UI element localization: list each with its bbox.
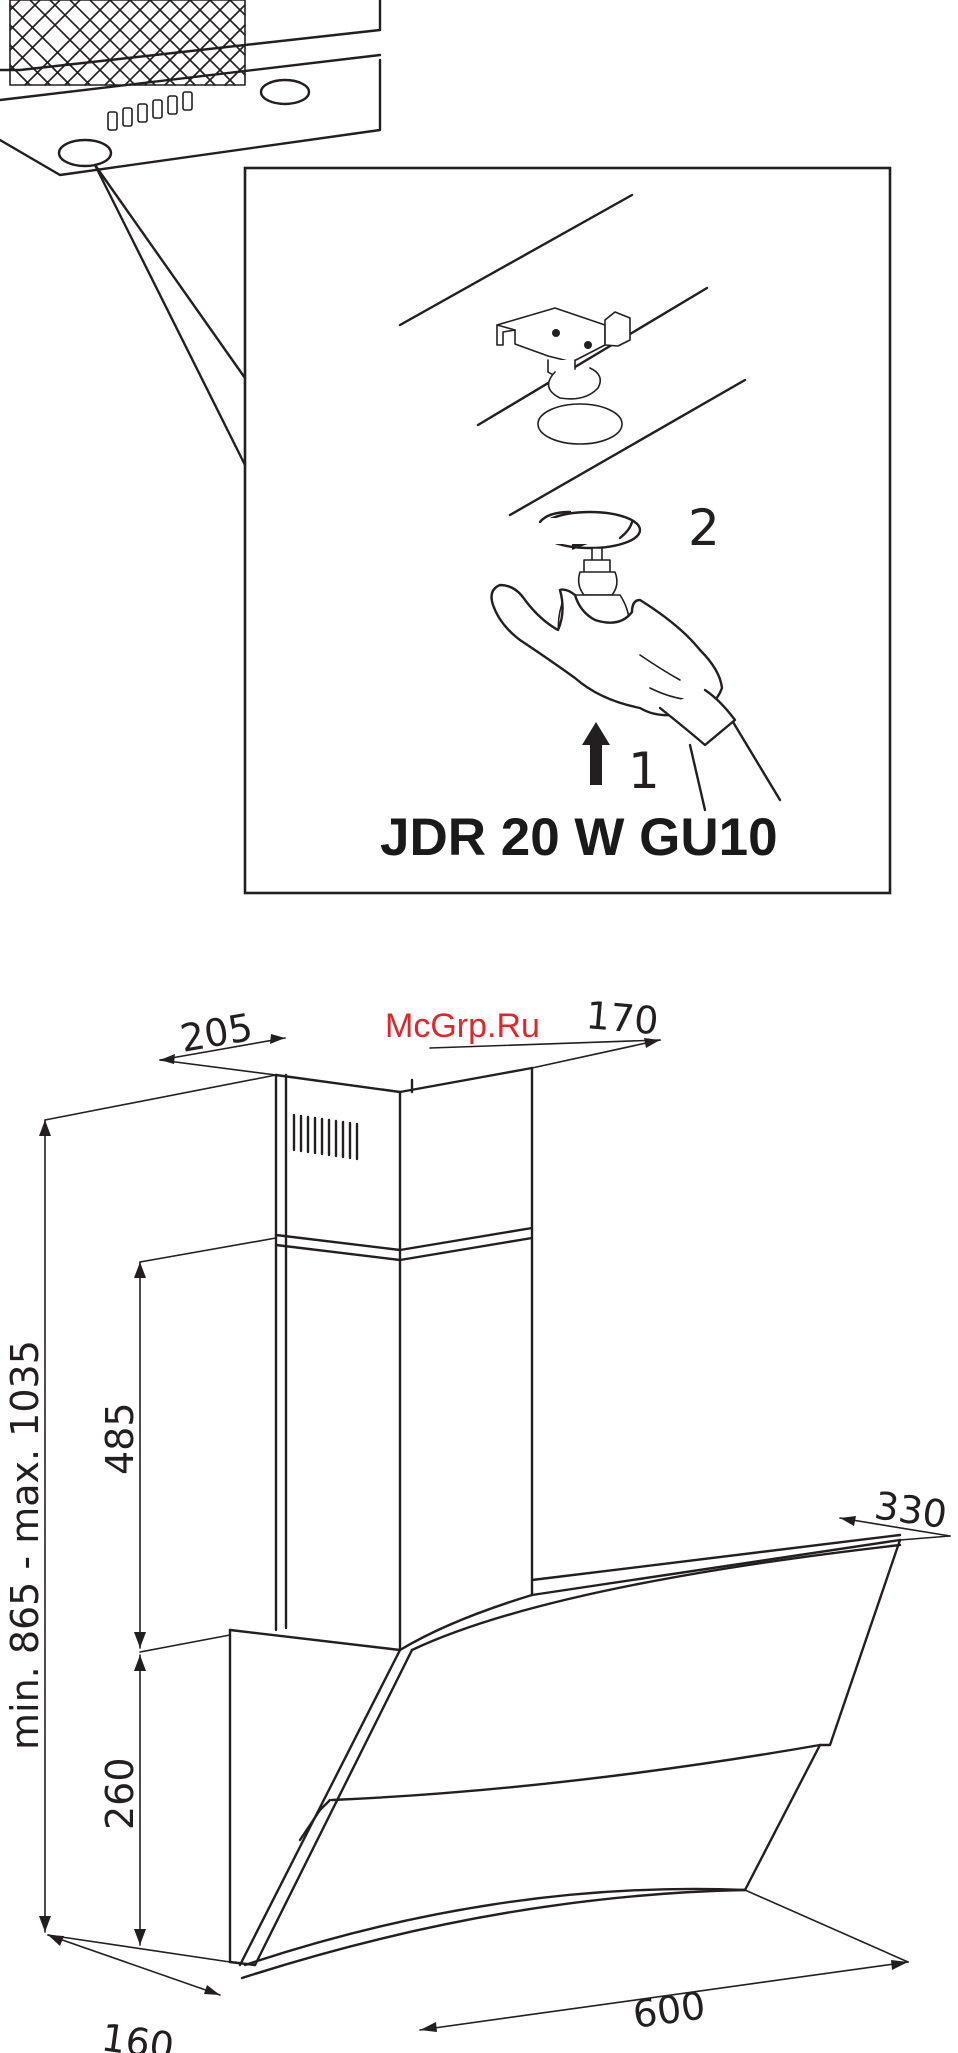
chimney — [276, 1068, 532, 1650]
rotation-arrow — [538, 512, 640, 550]
dim-485 — [134, 1238, 276, 1652]
dim-600-label: 600 — [630, 1983, 708, 2037]
grease-filter-grille — [10, 0, 245, 85]
upward-arrow — [582, 722, 610, 785]
dim-330-label: 330 — [872, 1483, 950, 1537]
lamp-detail-box: 2 1 JDR 20 W GU10 — [245, 168, 890, 893]
step-2-label: 2 — [688, 499, 720, 557]
hood-underside-illustration — [0, 0, 380, 465]
hood-dimension-drawing: 205 170 min. 865 - max. 1035 485 260 330… — [3, 993, 950, 2053]
lamp-type-label: JDR 20 W GU10 — [380, 808, 778, 867]
step-1-label: 1 — [628, 742, 660, 800]
control-buttons — [108, 92, 192, 130]
dim-160 — [48, 1935, 230, 1995]
dim-height-range-label: min. 865 - max. 1035 — [3, 1340, 47, 1750]
dim-total-height — [39, 1075, 276, 1932]
dim-160-label: 160 — [99, 2015, 177, 2053]
lamp-holder-bracket — [497, 308, 630, 444]
dim-170-label: 170 — [584, 993, 660, 1043]
dim-260-label: 260 — [98, 1757, 142, 1830]
lamp-circle-left — [59, 140, 111, 166]
dim-485-label: 485 — [98, 1402, 142, 1475]
watermark: McGrp.Ru — [385, 1007, 540, 1045]
lamp-circle-right — [261, 80, 309, 104]
hood-body — [230, 1535, 900, 1978]
dim-205-label: 205 — [177, 1005, 256, 1061]
vent-slots — [294, 1115, 357, 1159]
